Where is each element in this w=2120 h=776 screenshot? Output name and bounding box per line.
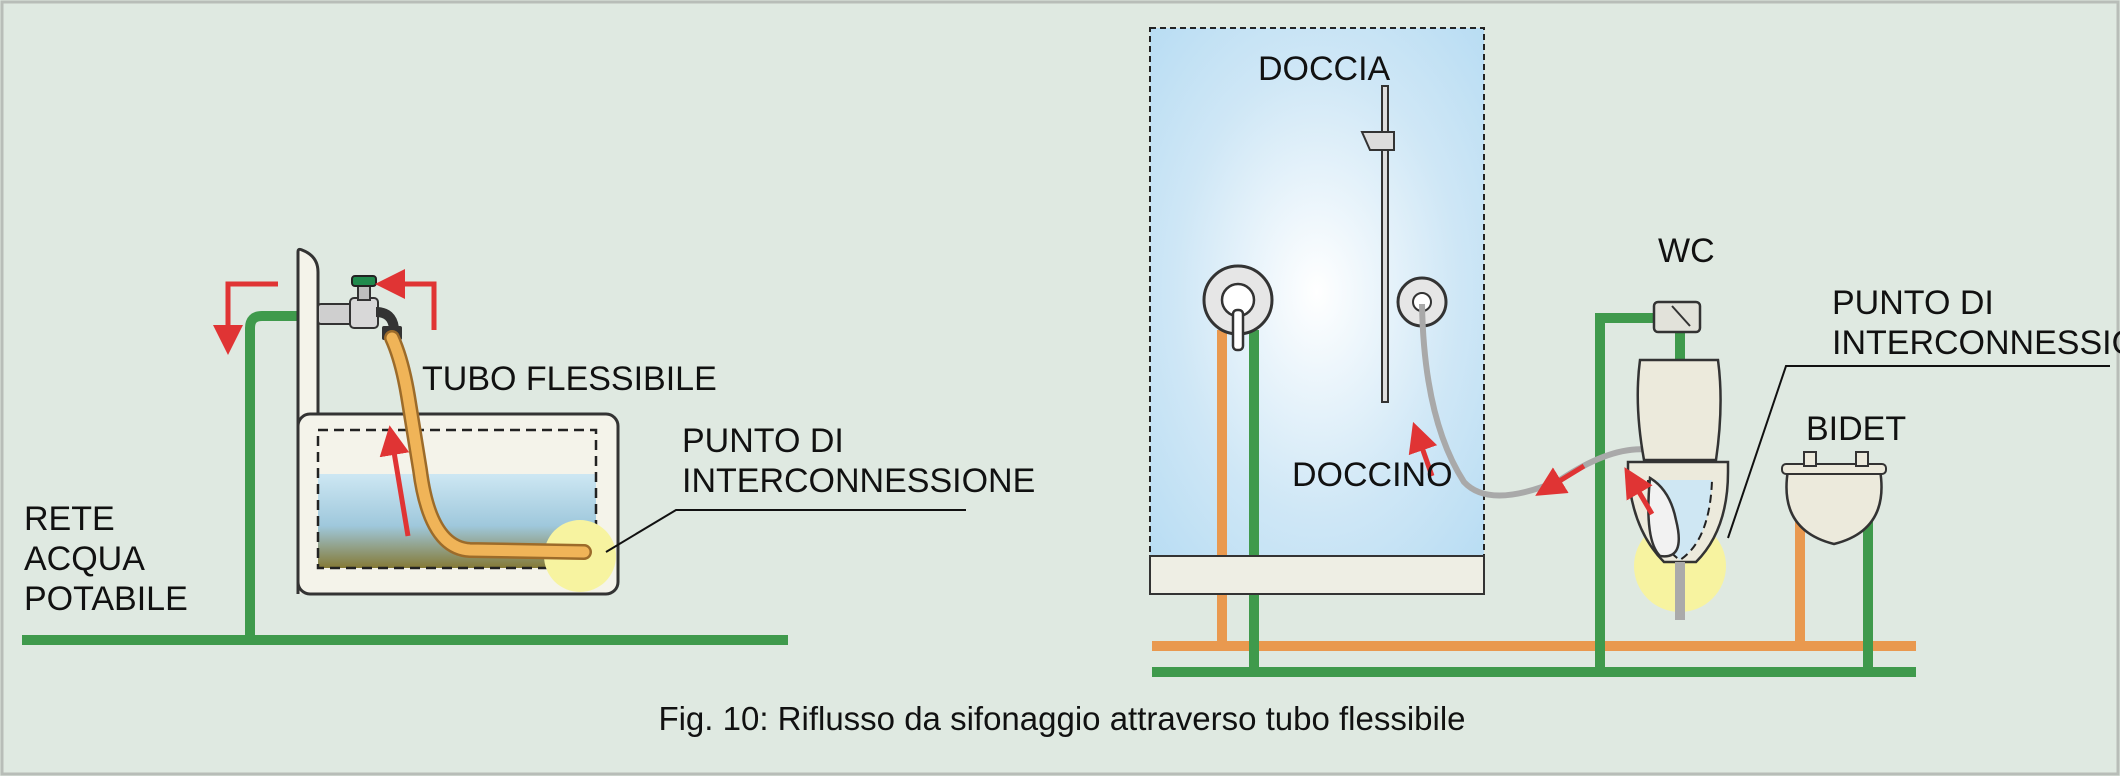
wc-label: WC — [1658, 232, 1715, 270]
flow-arrow-up-tap — [375, 269, 437, 330]
flow-arrow-hose — [1535, 463, 1586, 496]
riser-pipe — [245, 311, 322, 640]
rete-label-line1: RETE — [24, 500, 115, 538]
bidet-icon — [1781, 451, 1887, 546]
flow-arrow-doccino — [1408, 421, 1438, 477]
rete-label-line2: ACQUA — [24, 540, 145, 578]
shower-head-icon — [1360, 131, 1395, 151]
flow-arrow-siphon — [379, 425, 411, 537]
wc-riser — [1595, 313, 1674, 672]
bidet-label: BIDET — [1806, 410, 1906, 448]
flow-arrow-down-riser — [213, 281, 278, 355]
rete-label-line3: POTABILE — [24, 580, 188, 618]
doccia-label: DOCCIA — [1258, 50, 1391, 88]
left-scene: RETE ACQUA POTABILE TUBO FLESSIBILE PUNT… — [22, 247, 1035, 645]
interconnection-leader-1 — [605, 509, 966, 553]
interconnection-leader-2 — [1727, 365, 2110, 539]
punto-interconnessione-1-line1: PUNTO DI — [682, 422, 844, 460]
tubo-flessibile-label: TUBO FLESSIBILE — [422, 360, 717, 398]
wc-icon — [1626, 300, 1730, 620]
shower-slide-rail — [1381, 85, 1389, 403]
shower-mixer-icon — [1202, 264, 1274, 352]
shower-tray — [1149, 555, 1485, 595]
doccino-handset-in-bowl — [1647, 475, 1680, 558]
doccino-label: DOCCINO — [1292, 456, 1453, 494]
hose-outlet-icon — [1396, 276, 1448, 328]
punto-interconnessione-2-line1: PUNTO DI — [1832, 284, 1994, 322]
punto-interconnessione-1-line2: INTERCONNESSIONE — [682, 462, 1035, 500]
flexible-hose — [386, 332, 590, 558]
figure-caption: Fig. 10: Riflusso da sifonaggio attraver… — [658, 700, 1465, 737]
flow-arrow-wc — [1624, 467, 1655, 516]
right-scene: DOCCIA DOCCINO WC PUNTO DI INTERCONNESSI… — [1149, 27, 2120, 677]
punto-interconnessione-2-line2: INTERCONNESSIONE — [1832, 324, 2120, 362]
